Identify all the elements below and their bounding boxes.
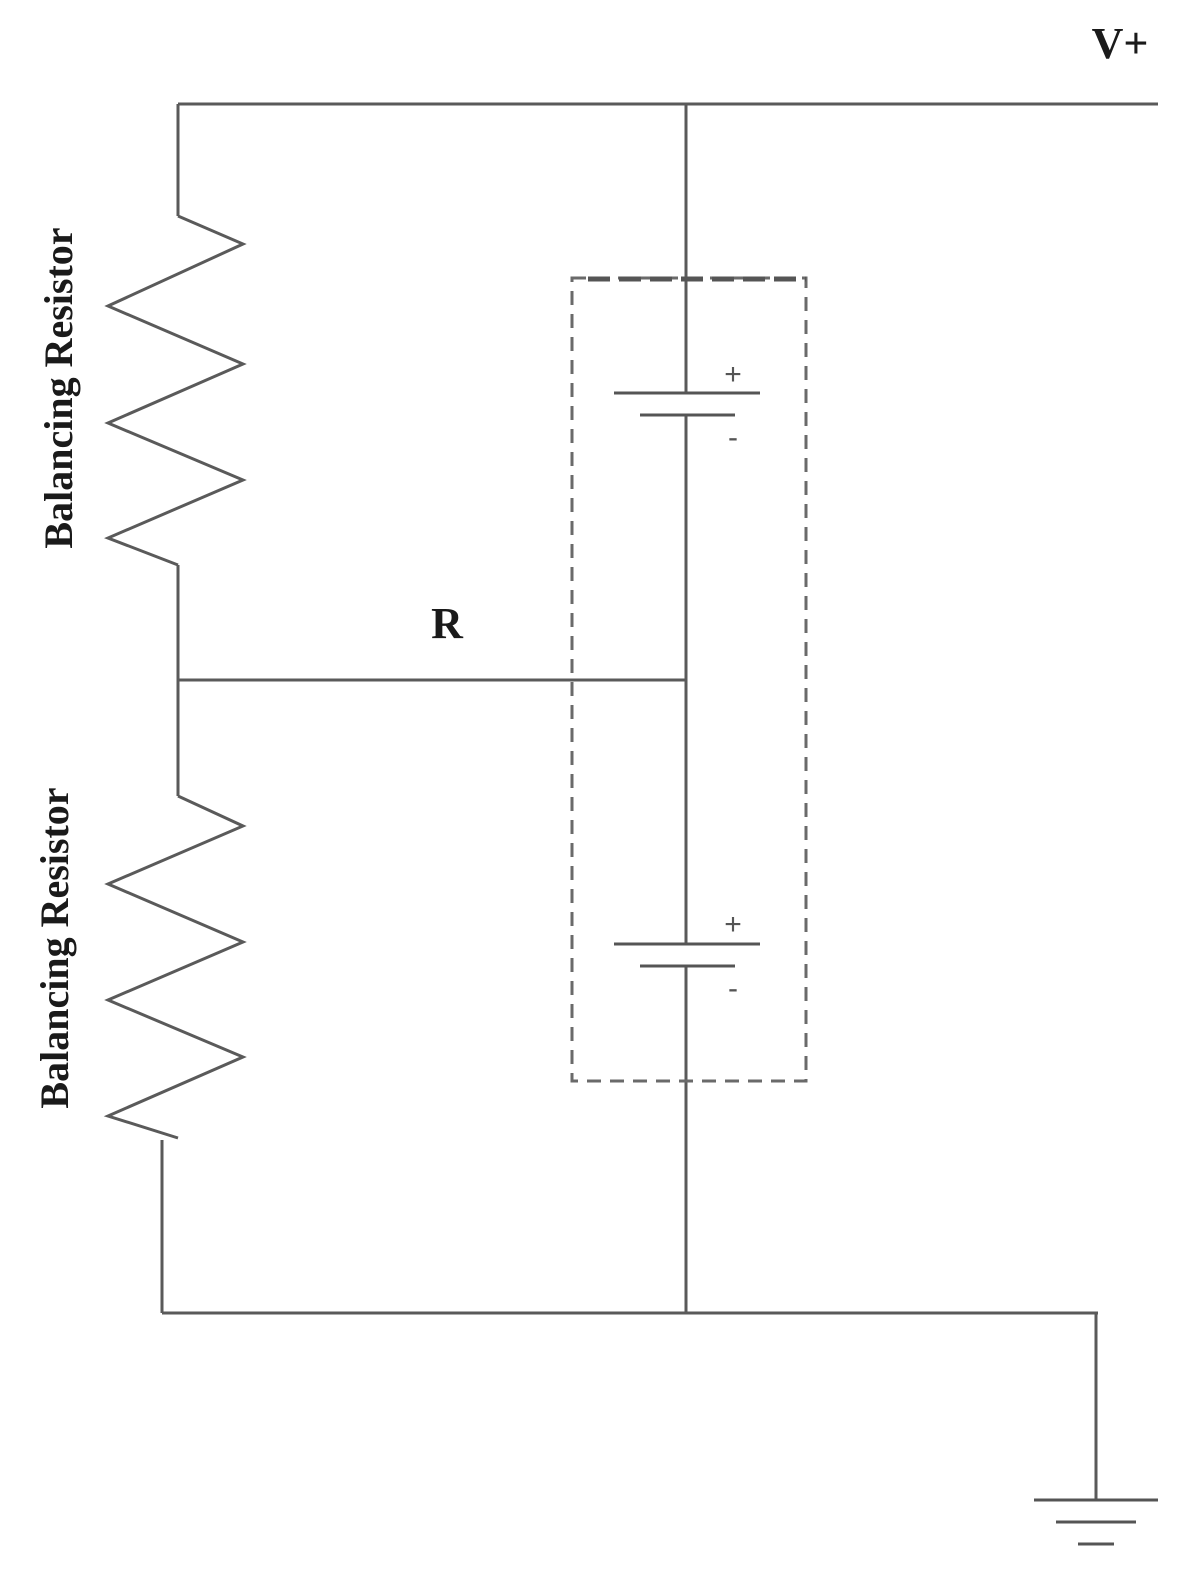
bottom-balancing-resistor [103, 794, 247, 1140]
bottom-battery-cell [614, 942, 760, 968]
bottom-cell-plus-sign: + [724, 908, 742, 941]
node-r-label: R [431, 599, 464, 648]
top-cell-plus-sign: + [724, 358, 742, 391]
top-balancing-resistor [104, 214, 247, 567]
ground-icon [1034, 1498, 1158, 1546]
supply-voltage-label: V+ [1092, 19, 1149, 68]
top-cell-minus-sign: - [728, 421, 738, 454]
bottom-resistor-label: Balancing Resistor [32, 787, 77, 1108]
top-battery-cell [614, 391, 760, 417]
top-resistor-label: Balancing Resistor [36, 227, 81, 548]
bottom-cell-minus-sign: - [728, 972, 738, 1005]
